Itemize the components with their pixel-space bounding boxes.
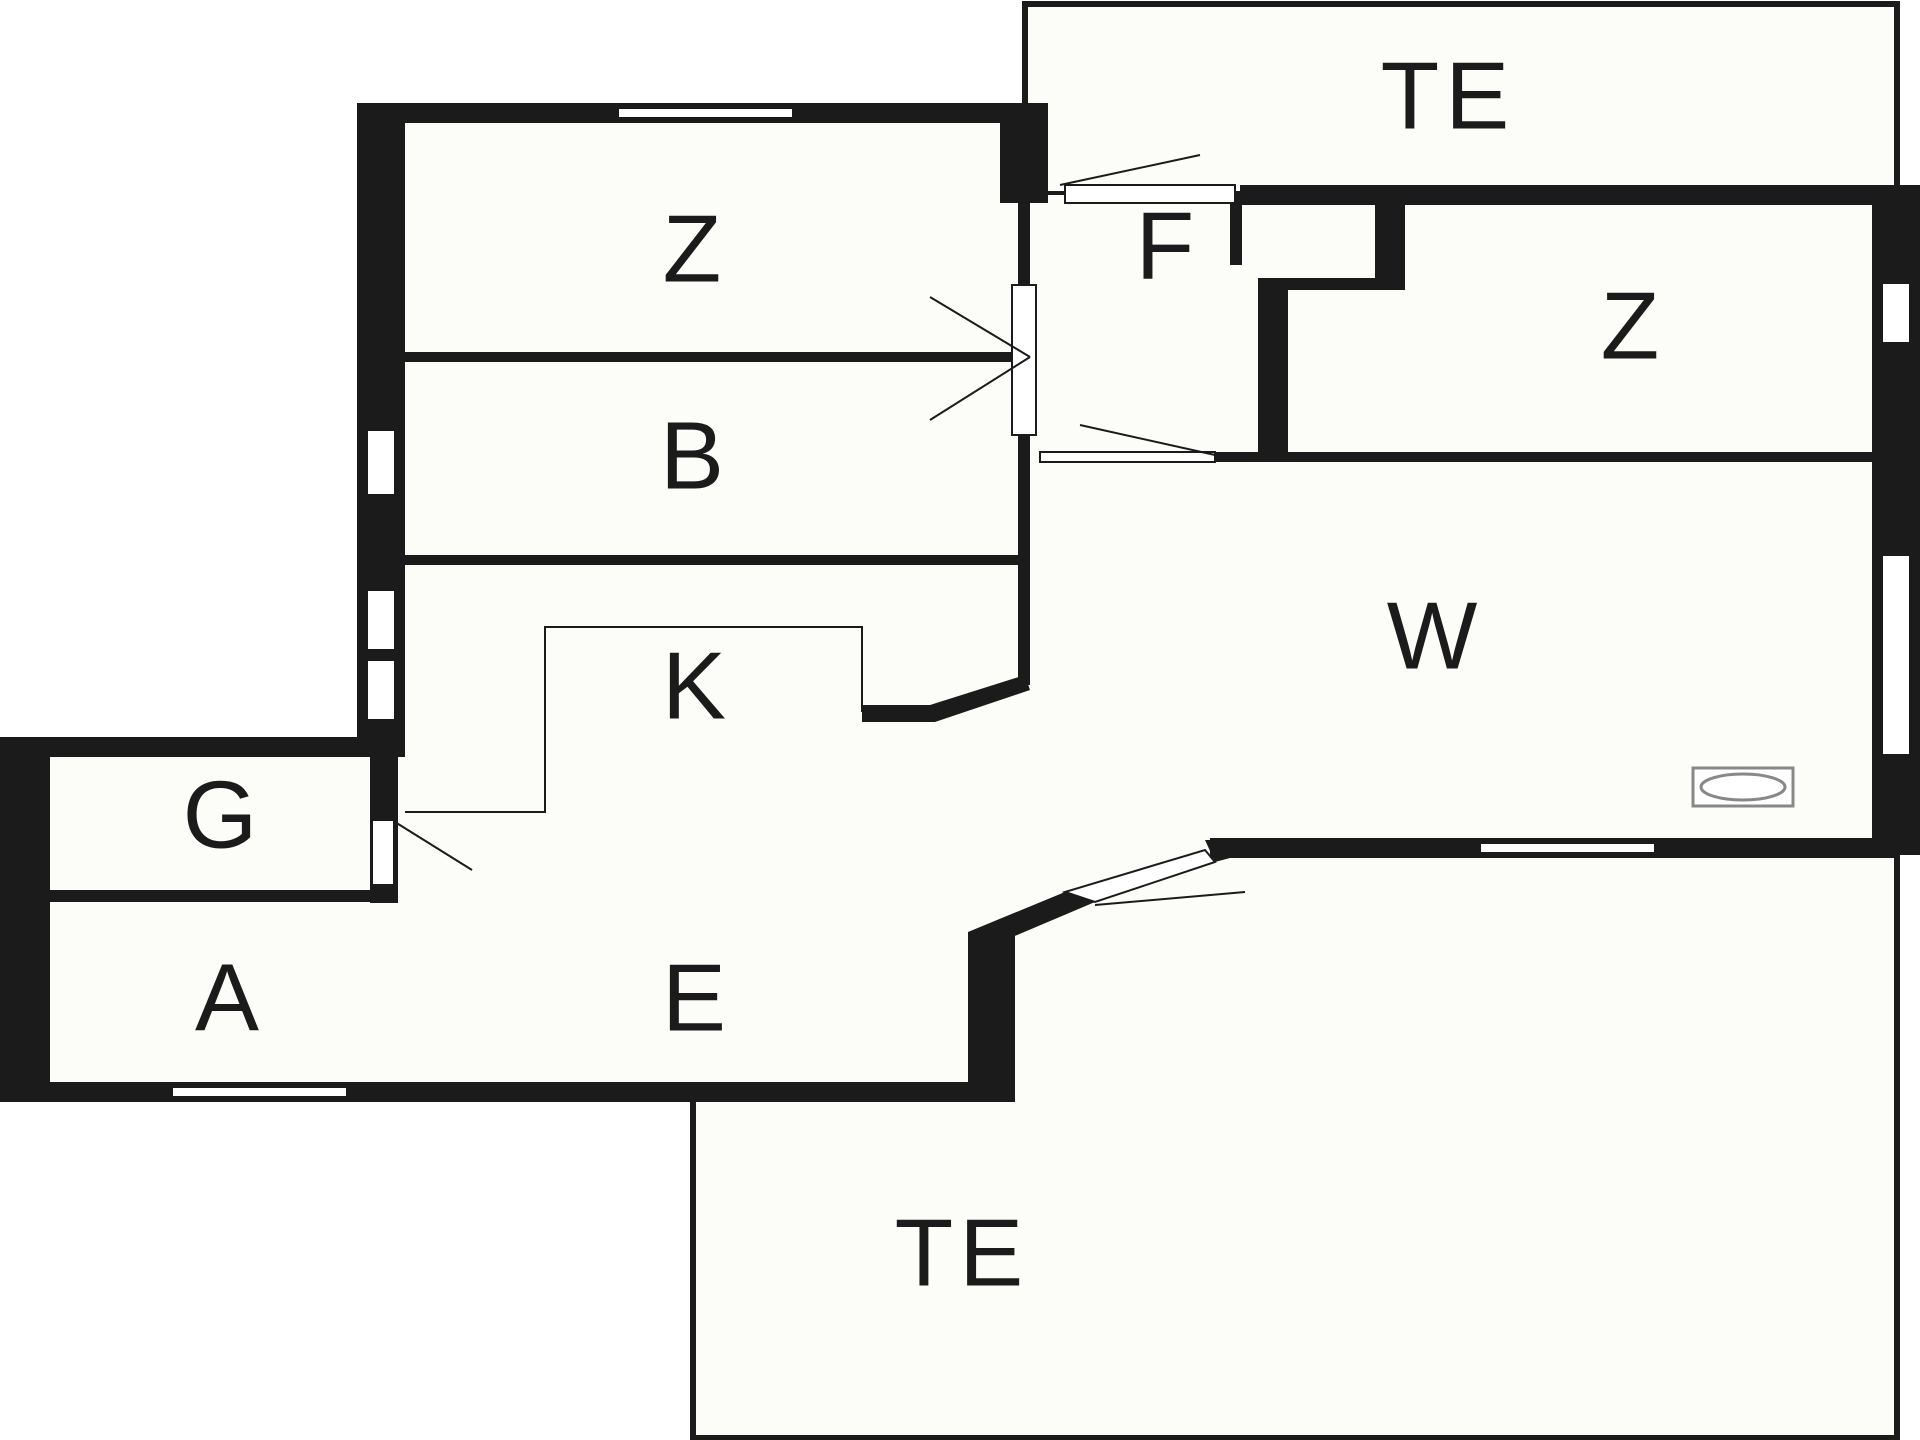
door-storage-swing: [394, 821, 473, 871]
room-label-bedroom-top-left: Z: [663, 195, 728, 302]
window-left-1: [366, 429, 396, 496]
door-entrance-swing: [1094, 891, 1246, 906]
room-label-bedroom-right: Z: [1601, 272, 1666, 379]
window-storage: [371, 819, 395, 886]
room-label-kitchen: K: [662, 632, 732, 739]
stove-icon: [1691, 766, 1795, 808]
door-terrace-opening: [1064, 184, 1236, 204]
door-entrance-opening: [1061, 848, 1217, 904]
room-labels: TE Z F Z B W K G A E TE: [183, 42, 1666, 1306]
room-label-bathroom: B: [660, 402, 730, 509]
window-living-bottom: [1479, 842, 1656, 854]
door-bedroom-swing-1: [929, 296, 1031, 358]
room-label-hall-small: F: [1136, 192, 1201, 299]
room-label-living-room: W: [1387, 582, 1484, 689]
window-top: [617, 107, 794, 119]
room-label-entrance: E: [662, 944, 732, 1051]
kitchen-counter: [405, 626, 863, 813]
door-bedroom-swing-2: [929, 356, 1031, 421]
doors: [394, 154, 1246, 906]
door-living-opening: [1039, 451, 1216, 463]
room-label-utility: A: [195, 944, 265, 1051]
window-right-2: [1881, 554, 1911, 756]
window-bottom: [171, 1086, 348, 1098]
interior-walls: [50, 195, 1875, 938]
door-bedroom-opening: [1011, 284, 1037, 436]
window-left-2: [366, 589, 396, 651]
room-label-terrace-bottom: TE: [895, 1199, 1030, 1306]
door-living-swing: [1079, 424, 1216, 456]
door-terrace-swing: [1059, 154, 1201, 186]
room-label-storage: G: [183, 761, 264, 868]
window-left-3: [366, 659, 396, 721]
windows: [171, 107, 1911, 1098]
window-right-1: [1881, 282, 1911, 344]
room-label-terrace-top: TE: [1381, 42, 1516, 149]
